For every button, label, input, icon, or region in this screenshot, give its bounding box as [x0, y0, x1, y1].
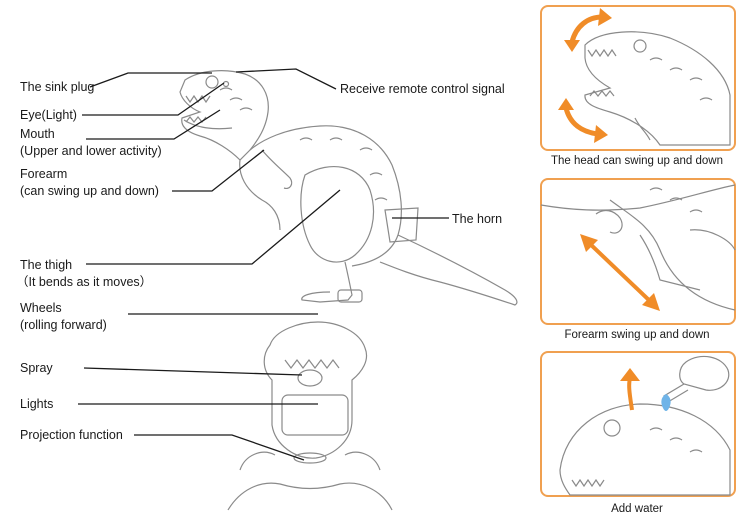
dinosaur-side-view: [179, 70, 518, 306]
head-up-arrow: [569, 14, 603, 43]
caption-add-water: Add water: [611, 503, 663, 515]
callout-lines: [78, 68, 449, 461]
label-wheels-detail: (rolling forward): [20, 318, 107, 332]
sink-plug-leader: [89, 72, 212, 88]
eye-leader: [82, 82, 225, 116]
label-projection: Projection function: [20, 428, 123, 442]
label-wheels: Wheels: [20, 301, 62, 315]
label-horn: The horn: [452, 212, 503, 226]
caption-forearm-swing: Forearm swing up and down: [564, 329, 710, 341]
label-thigh-detail: （It bends as it moves）: [16, 275, 153, 289]
label-thigh: The thigh: [20, 258, 73, 272]
thigh-leader: [86, 189, 341, 265]
label-sink-plug: The sink plug: [20, 80, 95, 94]
head-swing-panel: [540, 5, 736, 151]
label-forearm: Forearm: [20, 167, 68, 181]
water-drop: [661, 394, 671, 411]
mouth-leader: [86, 109, 221, 140]
spray-leader: [83, 367, 303, 376]
add-water-panel: [540, 351, 736, 497]
label-mouth: Mouth: [20, 127, 55, 141]
label-lights: Lights: [20, 397, 54, 411]
remote-leader: [235, 68, 337, 90]
forearm-swing-panel: [540, 178, 736, 325]
caption-head-swing: The head can swing up and down: [551, 155, 723, 167]
label-forearm-detail: (can swing up and down): [20, 184, 159, 198]
label-mouth-detail: (Upper and lower activity): [20, 144, 162, 158]
label-spray: Spray: [20, 361, 53, 375]
label-remote-signal: Receive remote control signal: [340, 82, 505, 96]
projection-leader: [134, 434, 305, 461]
label-eye: Eye(Light): [20, 108, 77, 122]
dinosaur-front-view: [227, 321, 393, 511]
forearm-arrow-line: [586, 240, 654, 305]
head-down-arrow: [563, 107, 599, 137]
forearm-leader: [172, 149, 265, 192]
